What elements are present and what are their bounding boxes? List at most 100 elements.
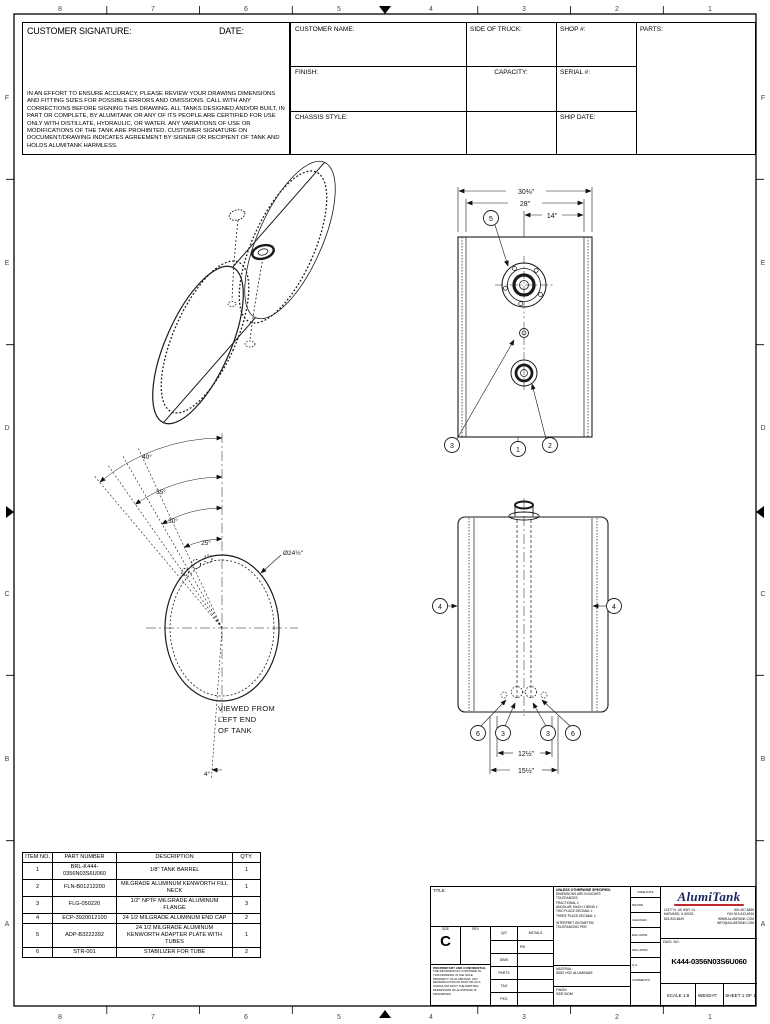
address-line: 800-457-6655 bbox=[734, 908, 754, 912]
table-row: 2 FLN-B01212200 MILGRADE ALUMINUM KENWOR… bbox=[22, 878, 261, 897]
bom-header-row: ITEM NO. PART NUMBER DESCRIPTION QTY. bbox=[22, 852, 261, 863]
ship-date-label: SHIP DATE: bbox=[560, 114, 596, 121]
dwg-no-value: K444-0356N03S6U060 bbox=[671, 957, 747, 966]
name-header: NAME bbox=[637, 890, 646, 894]
table-row: 3 FLG-050220 1/2" NPTF MILGRADE ALUMINUM… bbox=[22, 895, 261, 914]
finish-label: FINISH: bbox=[295, 69, 319, 76]
zone-col-bottom: 1 bbox=[708, 1014, 712, 1021]
end-view-caption: VIEWED FROM bbox=[218, 704, 275, 713]
balloon-6-label: 6 bbox=[476, 731, 480, 738]
tolerance-line: TOLERANCING PER: bbox=[556, 925, 588, 930]
end-view: 40° 35° 30° 25° 4° Ø24½" VIEWED FROM LEF… bbox=[93, 433, 304, 778]
customer-signature-label: CUSTOMER SIGNATURE: bbox=[27, 26, 132, 36]
bom-item: 5 bbox=[22, 922, 53, 948]
qc-grid: Q/C INITIALS PSI DIMS PARTS TAG PKG bbox=[491, 927, 554, 1007]
dim-tube-outer: 15½" bbox=[518, 767, 535, 775]
angle-35-label: 35° bbox=[156, 488, 166, 496]
names-cell: NAME DATE DRAWN CHECKED ENG APPR. MFG AP… bbox=[631, 887, 661, 1007]
bom-qty: 1 bbox=[232, 878, 261, 897]
dim-overall-width: 30⅜" bbox=[518, 189, 535, 196]
end-view-caption: LEFT END bbox=[218, 715, 257, 724]
sheet-label: SHEET 1 OF 1 bbox=[723, 984, 757, 1007]
pkg-row: PKG bbox=[491, 992, 553, 1006]
qc-divider bbox=[517, 927, 518, 1007]
logo-swoosh bbox=[674, 904, 744, 906]
zone-col-top: 6 bbox=[244, 6, 248, 13]
zone-col-top: 3 bbox=[522, 6, 526, 13]
psi-label: PSI bbox=[519, 945, 526, 949]
checked-row: CHECKED bbox=[631, 912, 660, 927]
zone-col-bottom: 4 bbox=[429, 1014, 433, 1021]
zone-row-right: A bbox=[761, 921, 766, 928]
balloon-2-label: 2 bbox=[548, 443, 552, 450]
address-line: INFO@ALUMITANK.COM bbox=[716, 920, 754, 925]
zone-col-top: 2 bbox=[615, 6, 619, 13]
balloon-3-label: 3 bbox=[501, 731, 505, 738]
form-divider bbox=[291, 111, 636, 112]
end-rim-fittings bbox=[181, 554, 213, 576]
side-dimensions bbox=[489, 716, 559, 774]
drawn-row: DRAWN bbox=[631, 897, 660, 912]
comments-row: COMMENTS: bbox=[631, 972, 660, 987]
tolerance-line: TOLERANCES: bbox=[556, 896, 579, 901]
tag-row: TAG bbox=[491, 979, 553, 993]
dim-tube-inner: 12½" bbox=[518, 750, 535, 758]
tolerance-line: FRACTIONAL ± bbox=[556, 900, 579, 905]
bom-header-item: ITEM NO. bbox=[22, 852, 53, 863]
tag-label: TAG bbox=[500, 984, 508, 988]
balloon-1-front: 1 bbox=[510, 437, 526, 457]
zone-row-left: D bbox=[4, 425, 9, 432]
company-logo: AlumiTank bbox=[677, 889, 741, 904]
tolerance-line: INTERPRET GEOMETRIC bbox=[556, 920, 595, 925]
bom-qty: 1 bbox=[232, 861, 261, 880]
bom-item: 6 bbox=[22, 946, 53, 958]
bom-part: FLN-B01212200 bbox=[52, 878, 117, 897]
proprietary-text: THE INFORMATION CONTAINED IN THIS DRAWIN… bbox=[433, 969, 481, 996]
weight-label: WEIGHT: bbox=[695, 984, 723, 1007]
parts-label: PARTS: bbox=[640, 26, 663, 33]
table-row: 5 ADP-B3222392 24 1/2 MILGRADE ALUMINUM … bbox=[22, 922, 261, 948]
address-line: 815-943-6649 bbox=[664, 916, 684, 921]
balloon-3-right: 3 bbox=[532, 702, 556, 741]
proprietary-cell: PROPRIETARY AND CONFIDENTIAL THE INFORMA… bbox=[431, 965, 491, 1007]
front-fill-neck bbox=[510, 322, 538, 392]
bom-desc: 24 1/2 MILGRADE ALUMINUM END CAP bbox=[116, 912, 233, 924]
bom-part: ADP-B3222392 bbox=[52, 922, 117, 948]
dims-label: DIMS bbox=[499, 958, 509, 962]
zone-row-left: C bbox=[4, 591, 9, 598]
rev-label: REV bbox=[472, 927, 479, 931]
side-view: 12½" 15½" 4 4 6 3 3 bbox=[432, 498, 622, 775]
bom-part: ECP-3920012100 bbox=[52, 912, 117, 924]
balloon-4-label: 4 bbox=[438, 604, 442, 611]
bom-qty: 2 bbox=[232, 946, 261, 958]
balloon-6-left: 6 bbox=[470, 699, 507, 741]
form-divider bbox=[556, 23, 557, 154]
address-line: 11377 N. US HWY 14 bbox=[664, 908, 695, 912]
bom-table: ITEM NO. PART NUMBER DESCRIPTION QTY. 1 … bbox=[22, 852, 261, 958]
mfg-appr-row: MFG APPR. bbox=[631, 942, 660, 957]
diameter-label: Ø24½" bbox=[283, 549, 304, 557]
sheet-frame bbox=[6, 6, 764, 1018]
bom-qty: 2 bbox=[232, 912, 261, 924]
dims-row: DIMS bbox=[491, 953, 553, 967]
finish-label: FINISH: bbox=[556, 988, 568, 992]
balloon-3-label: 3 bbox=[546, 731, 550, 738]
angle-40-label: 40° bbox=[142, 453, 152, 461]
balloon-3-left: 3 bbox=[495, 702, 516, 741]
front-adapter-plate bbox=[495, 256, 553, 318]
names-header: NAME DATE bbox=[631, 887, 660, 897]
front-view: 30⅜" 28" 14" 5 3 1 2 bbox=[444, 187, 593, 457]
angle-25-label: 25° bbox=[201, 539, 211, 547]
balloon-1-label: 1 bbox=[516, 447, 520, 454]
tolerance-line: THREE PLACE DECIMAL ± bbox=[556, 913, 596, 918]
bom-item: 1 bbox=[22, 861, 53, 880]
date-header: DATE bbox=[646, 890, 654, 894]
balloon-3-front: 3 bbox=[444, 339, 515, 453]
balloon-5-label: 5 bbox=[489, 216, 493, 223]
angle-30-label: 30° bbox=[168, 517, 178, 525]
zone-row-left: E bbox=[5, 260, 10, 267]
dwg-no-label: DWG. NO. bbox=[663, 940, 680, 944]
zone-col-top: 8 bbox=[58, 6, 62, 13]
zone-col-top: 1 bbox=[708, 6, 712, 13]
